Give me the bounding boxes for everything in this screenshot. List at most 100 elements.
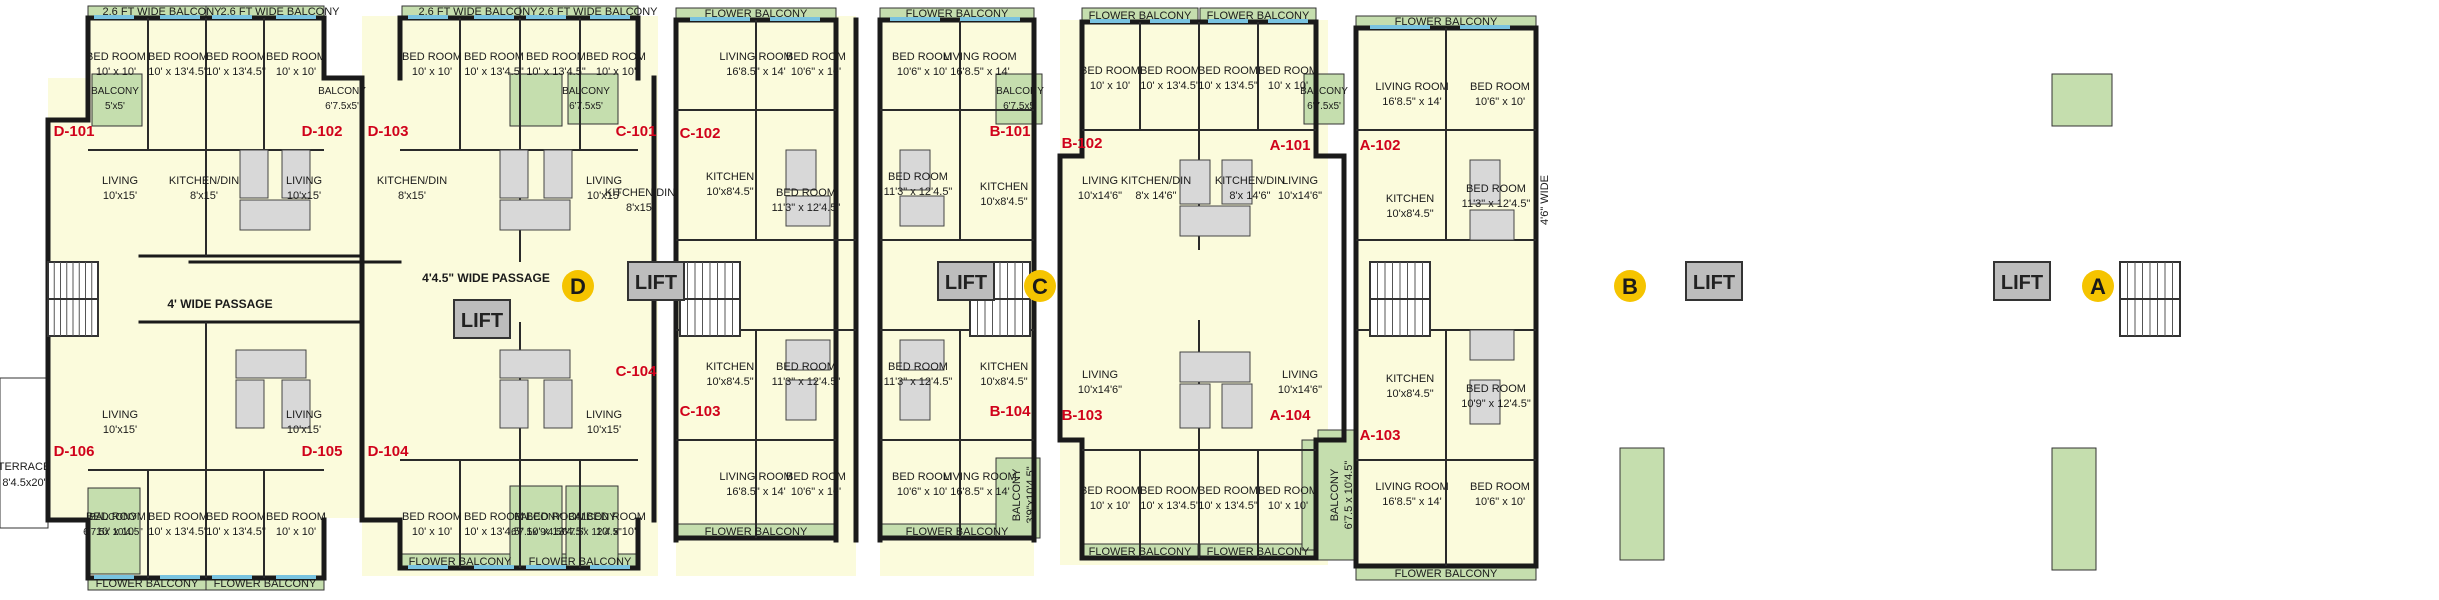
lift-box (1993, 261, 2051, 301)
room-dimension: 10' x 13'4.5" (148, 526, 208, 538)
unit-label: B-101 (990, 123, 1031, 140)
window (276, 15, 316, 19)
room-name: BED ROOM (1258, 485, 1318, 497)
room-dimension: 10'x8'4.5" (706, 376, 753, 388)
window (770, 17, 820, 21)
room-name: KITCHEN (980, 361, 1028, 373)
room-dimension: 10' x 13'4.5" (526, 66, 586, 78)
wing-a-circle (2082, 270, 2114, 302)
room-name: BED ROOM (1140, 485, 1200, 497)
room-dimension: 10' x 13'4.5" (206, 526, 266, 538)
room-name: BED ROOM (148, 511, 208, 523)
lift-box (627, 261, 685, 301)
room-name: KITCHEN/DIN (169, 175, 239, 187)
room-name: BED ROOM (266, 511, 326, 523)
room-name: BALCONY (514, 512, 562, 523)
unit-label: A-101 (1270, 137, 1311, 154)
balcony-heading: FLOWER BALCONY (214, 578, 317, 590)
room-dimension: 10' x 10' (412, 526, 452, 538)
room-name: KITCHEN (706, 171, 754, 183)
room-dimension: 10'x15' (287, 424, 321, 436)
wing-b-block (1060, 20, 1328, 565)
balcony-heading: FLOWER BALCONY (705, 8, 808, 20)
balcony-heading: 2.6 FT WIDE BALCONY (221, 6, 341, 18)
tile-area (899, 149, 931, 191)
room-dimension: 6'7.5x5' (569, 101, 603, 112)
room-dimension: 6'7.5x5' (325, 101, 359, 112)
terrace-dimension: 8'4.5x20' (2, 477, 45, 489)
room-dimension: 11'3" x 12'4.5" (884, 376, 953, 388)
room-dimension: 5'x5' (105, 101, 125, 112)
window (408, 15, 448, 19)
window (94, 15, 134, 19)
room-name: BALCONY (568, 512, 616, 523)
room-dimension: 10' x 10' (1090, 500, 1130, 512)
fixtures (47, 15, 2181, 579)
room-name: BALCONY (996, 86, 1044, 97)
room-name: BALCONY (318, 86, 366, 97)
room-name: LIVING ROOM (943, 471, 1016, 483)
unit-label: D-101 (54, 123, 95, 140)
side-balcony (87, 487, 141, 575)
room-name: 4'6" WIDE (1539, 175, 1551, 225)
room-name: LIVING (1282, 175, 1318, 187)
room-name: LIVING (286, 409, 322, 421)
wing-b-letter: B (1622, 274, 1638, 299)
side-balcony (1303, 73, 1345, 125)
room-name: BED ROOM (464, 51, 524, 63)
tile-area (543, 379, 573, 429)
window (212, 15, 252, 19)
room-dimension: 10' x 13'4.5" (1140, 80, 1200, 92)
room-name: BED ROOM (786, 471, 846, 483)
room-name: BED ROOM (888, 171, 948, 183)
window (1090, 19, 1130, 23)
unit-label: A-103 (1360, 427, 1401, 444)
balcony-heading: FLOWER BALCONY (1395, 568, 1498, 580)
wing-c-circle (1024, 270, 1056, 302)
room-name: LIVING (102, 409, 138, 421)
room-dimension: 10'x14'6" (1278, 190, 1322, 202)
window (690, 17, 750, 21)
room-name: BED ROOM (402, 51, 462, 63)
room-dimension: 6'7.5 x 10'4.5" (1343, 461, 1355, 530)
side-balcony (91, 73, 143, 127)
room-dimension: 10'x15' (103, 424, 137, 436)
unit-label: A-104 (1270, 407, 1312, 424)
room-dimension: 10' x 13'4.5" (1198, 80, 1258, 92)
room-name: LIVING (1282, 369, 1318, 381)
room-dimension: 16'8.5" x 14' (1382, 496, 1441, 508)
window (590, 15, 630, 19)
room-dimension: 10' x 10' (1268, 500, 1308, 512)
room-name: BED ROOM (464, 511, 524, 523)
window (1460, 25, 1510, 29)
room-name: BED ROOM (206, 51, 266, 63)
tile-area (499, 349, 571, 379)
room-dimension: 10'x15' (103, 190, 137, 202)
unit-label: B-104 (990, 403, 1032, 420)
lift-box (937, 261, 995, 301)
room-name: BED ROOM (888, 361, 948, 373)
tile-area (1179, 351, 1251, 383)
room-dimension: 10'6" x 10' (897, 66, 947, 78)
room-dimension: 11'3" x 12'4.5" (772, 202, 841, 214)
window (1370, 25, 1430, 29)
passage-label: 4'4.5" WIDE PASSAGE (422, 271, 550, 285)
balcony-heading: 2.6 FT WIDE BALCONY (539, 6, 659, 18)
room-name: LIVING ROOM (719, 51, 792, 63)
tile-area (899, 339, 945, 371)
room-name: KITCHEN (706, 361, 754, 373)
tile-area (499, 149, 529, 199)
room-dimension: 6'7.5x 12'4.5" (562, 527, 622, 538)
room-name: KITCHEN/DIN (377, 175, 447, 187)
room-name: BED ROOM (1258, 65, 1318, 77)
wing-c-letter: C (1032, 274, 1048, 299)
room-name: BED ROOM (86, 511, 146, 523)
room-name: BED ROOM (1470, 81, 1530, 93)
window (526, 565, 566, 569)
room-dimension: 10'6" x 10' (791, 66, 841, 78)
room-dimension: 10' x 10' (96, 66, 136, 78)
room-name: BALCONY (562, 86, 610, 97)
room-name: BALCONY (1011, 468, 1023, 521)
room-name: KITCHEN (1386, 373, 1434, 385)
room-dimension: 10'x8'4.5" (980, 196, 1027, 208)
